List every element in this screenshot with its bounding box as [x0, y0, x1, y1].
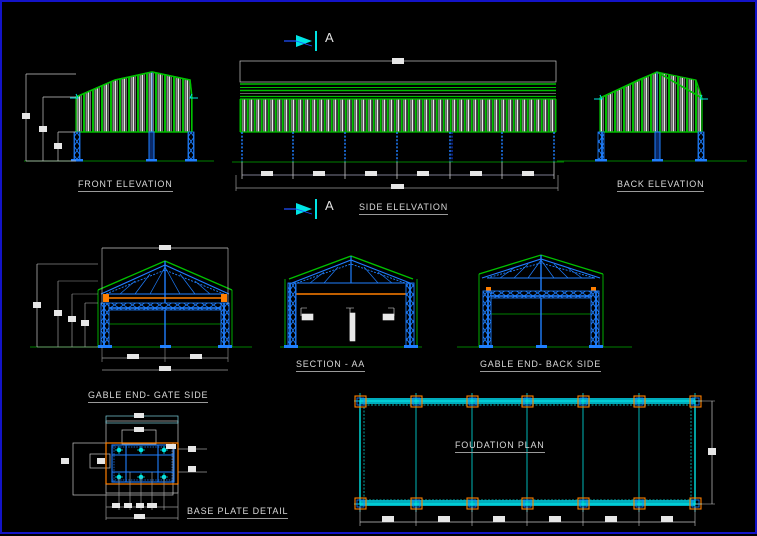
view-back-elevation [557, 71, 747, 162]
label-underline [480, 371, 602, 372]
view-front-elevation [22, 71, 214, 162]
label-foundation-plan-text: FOUDATION PLAN [455, 440, 545, 450]
view-base-plate-detail [61, 413, 207, 520]
label-section-aa-text: SECTION - AA [296, 359, 366, 369]
label-gable-end-back-side: GABLE END- BACK SIDE [480, 359, 602, 372]
label-underline [359, 214, 449, 215]
section-letter-top: A [325, 30, 334, 45]
label-underline [455, 452, 545, 453]
section-letter-bottom: A [325, 198, 334, 213]
label-base-plate-detail: BASE PLATE DETAIL [187, 506, 289, 519]
label-underline [88, 402, 209, 403]
view-gable-end-back-side [457, 254, 632, 348]
label-side-elevation: SIDE ELELVATION [359, 202, 449, 215]
label-side-elevation-text: SIDE ELELVATION [359, 202, 449, 212]
label-base-plate-detail-text: BASE PLATE DETAIL [187, 506, 289, 516]
label-section-aa: SECTION - AA [296, 359, 366, 372]
label-underline [296, 371, 366, 372]
section-marker-top [284, 31, 317, 51]
view-gable-end-gate-side [30, 245, 252, 371]
label-underline [78, 191, 173, 192]
view-side-elevation [232, 58, 564, 191]
label-front-elevation-text: FRONT ELEVATION [78, 179, 173, 189]
label-gable-end-back-side-text: GABLE END- BACK SIDE [480, 359, 602, 369]
section-marker-bottom [284, 199, 317, 219]
label-underline [617, 191, 705, 192]
label-gable-end-gate-side: GABLE END- GATE SIDE [88, 390, 209, 403]
view-section-aa [280, 255, 422, 348]
label-back-elevation-text: BACK ELEVATION [617, 179, 705, 189]
view-foundation-plan [354, 393, 716, 526]
label-back-elevation: BACK ELEVATION [617, 179, 705, 192]
label-foundation-plan: FOUDATION PLAN [455, 440, 545, 453]
label-gable-end-gate-side-text: GABLE END- GATE SIDE [88, 390, 209, 400]
label-underline [187, 518, 289, 519]
label-front-elevation: FRONT ELEVATION [78, 179, 173, 192]
